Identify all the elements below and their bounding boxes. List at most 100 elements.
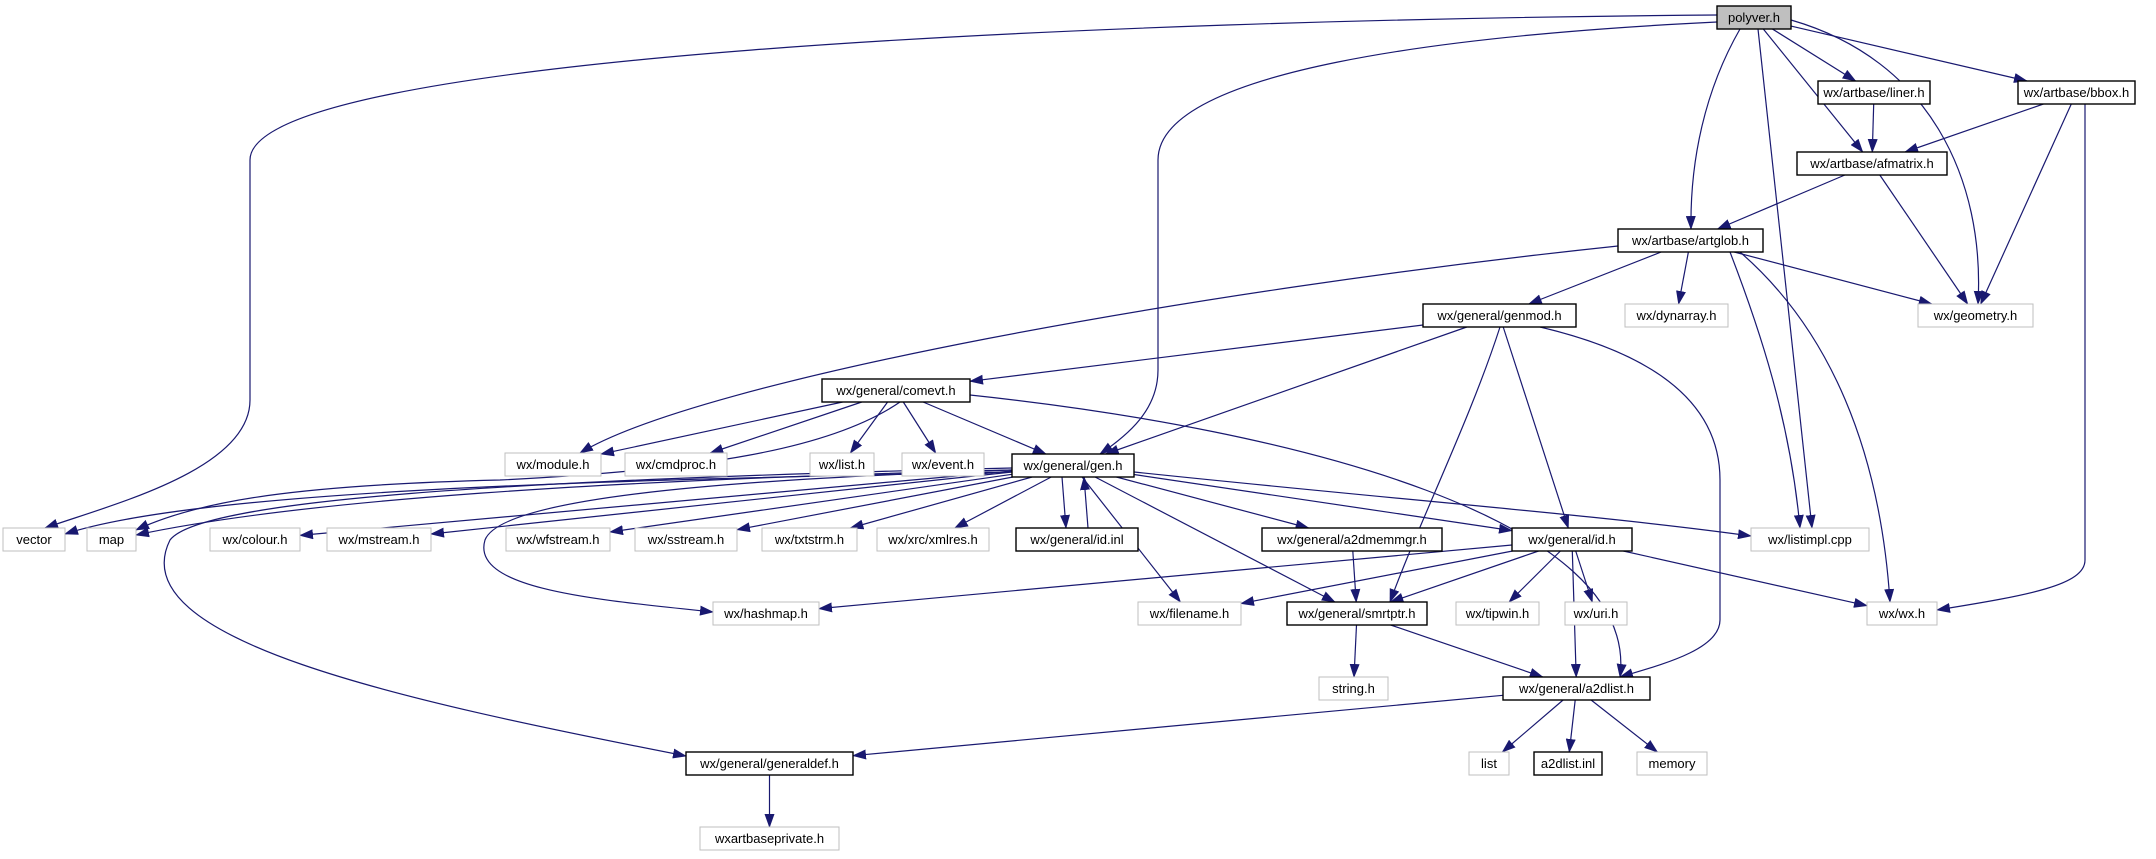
node-box-wx_h: [1866, 601, 1938, 626]
node-generaldef[interactable]: wx/general/generaldef.h: [685, 751, 854, 776]
node-label-list: list: [1481, 756, 1497, 771]
node-txtstrm: wx/txtstrm.h: [761, 527, 858, 552]
node-label-map: map: [99, 532, 124, 547]
node-box-comevt: [821, 378, 971, 403]
node-box-id_h: [1511, 527, 1633, 552]
edge-artglob-to-wx_h: [1739, 251, 1895, 603]
edge-gen-to-generaldef: [163, 467, 1013, 759]
node-mstream: wx/mstream.h: [326, 527, 432, 552]
node-label-dynarray: wx/dynarray.h: [1636, 308, 1717, 323]
edge-gen-to-sstream: [736, 476, 1014, 533]
node-afmatrix[interactable]: wx/artbase/afmatrix.h: [1796, 151, 1948, 176]
node-label-memory: memory: [1649, 756, 1696, 771]
edge-id_h-to-smrtptr: [1389, 550, 1539, 603]
node-label-id_h: wx/general/id.h: [1527, 532, 1615, 547]
edge-polyver-to-artglob: [1685, 28, 1741, 230]
edge-a2dmemmgr-to-smrtptr: [1350, 550, 1361, 603]
edge-polyver-to-bbox: [1790, 25, 2028, 83]
node-uri: wx/uri.h: [1564, 601, 1628, 626]
node-label-a2dmemmgr: wx/general/a2dmemmgr.h: [1276, 532, 1427, 547]
node-memory: memory: [1636, 751, 1708, 776]
edge-genmod-to-comevt: [969, 324, 1424, 385]
node-box-mstream: [326, 527, 432, 552]
edge-gen-to-wfstream: [609, 473, 1013, 536]
node-id_h[interactable]: wx/general/id.h: [1511, 527, 1633, 552]
edge-id_h-to-uri: [1575, 550, 1594, 603]
edge-polyver-to-vector: [44, 14, 1718, 529]
edge-gen-to-id_h: [1133, 473, 1513, 534]
node-label-wfstream: wx/wfstream.h: [515, 532, 599, 547]
node-label-list_h: wx/list.h: [818, 457, 865, 472]
node-label-sstream: wx/sstream.h: [647, 532, 725, 547]
node-dynarray: wx/dynarray.h: [1624, 303, 1729, 328]
edge-polyver-to-liner: [1772, 28, 1857, 82]
node-box-colour: [209, 527, 301, 552]
node-label-filename: wx/filename.h: [1149, 606, 1229, 621]
node-tipwin: wx/tipwin.h: [1455, 601, 1540, 626]
node-label-idinl: wx/general/id.inl: [1029, 532, 1123, 547]
node-genmod[interactable]: wx/general/genmod.h: [1422, 303, 1577, 328]
node-box-wxartbaseprivate: [699, 826, 840, 851]
node-box-list_h: [809, 452, 875, 477]
node-hashmap: wx/hashmap.h: [712, 601, 820, 626]
node-vector: vector: [2, 527, 66, 552]
node-smrtptr[interactable]: wx/general/smrtptr.h: [1286, 601, 1428, 626]
node-box-sstream: [634, 527, 738, 552]
node-artglob[interactable]: wx/artbase/artglob.h: [1617, 228, 1764, 253]
node-box-module: [504, 452, 602, 477]
node-module: wx/module.h: [504, 452, 602, 477]
node-a2dlistinl[interactable]: a2dlist.inl: [1533, 751, 1603, 776]
node-label-hashmap: wx/hashmap.h: [723, 606, 808, 621]
node-comevt[interactable]: wx/general/comevt.h: [821, 378, 971, 403]
edge-gen-to-hashmap: [483, 469, 1013, 616]
node-label-comevt: wx/general/comevt.h: [835, 383, 955, 398]
node-label-wx_h: wx/wx.h: [1878, 606, 1925, 621]
edge-id_h-to-hashmap: [818, 544, 1513, 613]
node-listimpl: wx/listimpl.cpp: [1750, 527, 1870, 552]
node-label-polyver: polyver.h: [1728, 10, 1780, 25]
node-box-generaldef: [685, 751, 854, 776]
node-label-tipwin: wx/tipwin.h: [1465, 606, 1530, 621]
edge-gen-to-colour: [299, 470, 1013, 540]
node-box-map: [86, 527, 137, 552]
edge-artglob-to-geometry: [1734, 251, 1933, 306]
node-label-artglob: wx/artbase/artglob.h: [1631, 233, 1749, 248]
edge-comevt-to-event: [902, 401, 937, 454]
node-box-artglob: [1617, 228, 1764, 253]
node-idinl[interactable]: wx/general/id.inl: [1015, 527, 1139, 552]
edge-genmod-to-gen: [1104, 326, 1467, 455]
edge-a2dlist-to-list: [1501, 699, 1564, 753]
node-a2dmemmgr[interactable]: wx/general/a2dmemmgr.h: [1261, 527, 1443, 552]
node-box-a2dmemmgr: [1261, 527, 1443, 552]
node-box-bbox: [2017, 80, 2136, 105]
edge-polyver-to-listimpl: [1757, 28, 1816, 529]
edge-gen-to-vector: [64, 471, 1013, 535]
node-box-dynarray: [1624, 303, 1729, 328]
node-box-wfstream: [505, 527, 611, 552]
node-label-bbox: wx/artbase/bbox.h: [2023, 85, 2130, 100]
node-a2dlist[interactable]: wx/general/a2dlist.h: [1502, 676, 1651, 701]
node-label-wxartbaseprivate: wxartbaseprivate.h: [714, 831, 824, 846]
edge-gen-to-a2dmemmgr: [1116, 476, 1310, 530]
edge-smrtptr-to-a2dlist: [1390, 624, 1544, 678]
node-label-afmatrix: wx/artbase/afmatrix.h: [1809, 156, 1934, 171]
edge-a2dlist-to-memory: [1590, 699, 1659, 753]
edge-artglob-to-module: [579, 245, 1619, 454]
edge-gen-to-listimpl: [1133, 471, 1752, 540]
node-box-afmatrix: [1796, 151, 1948, 176]
node-label-geometry: wx/geometry.h: [1933, 308, 2018, 323]
edge-a2dlist-to-a2dlistinl: [1565, 699, 1576, 753]
edge-polyver-to-geometry: [1790, 19, 1984, 305]
node-box-liner: [1817, 80, 1931, 105]
node-bbox[interactable]: wx/artbase/bbox.h: [2017, 80, 2136, 105]
node-geometry: wx/geometry.h: [1917, 303, 2034, 328]
node-liner[interactable]: wx/artbase/liner.h: [1817, 80, 1931, 105]
node-list_h: wx/list.h: [809, 452, 875, 477]
node-box-a2dlistinl: [1533, 751, 1603, 776]
node-polyver[interactable]: polyver.h: [1716, 5, 1792, 30]
node-gen[interactable]: wx/general/gen.h: [1011, 453, 1135, 478]
edge-gen-to-smrtptr: [1094, 476, 1336, 603]
edge-a2dlist-to-generaldef: [852, 694, 1504, 760]
node-label-smrtptr: wx/general/smrtptr.h: [1297, 606, 1415, 621]
